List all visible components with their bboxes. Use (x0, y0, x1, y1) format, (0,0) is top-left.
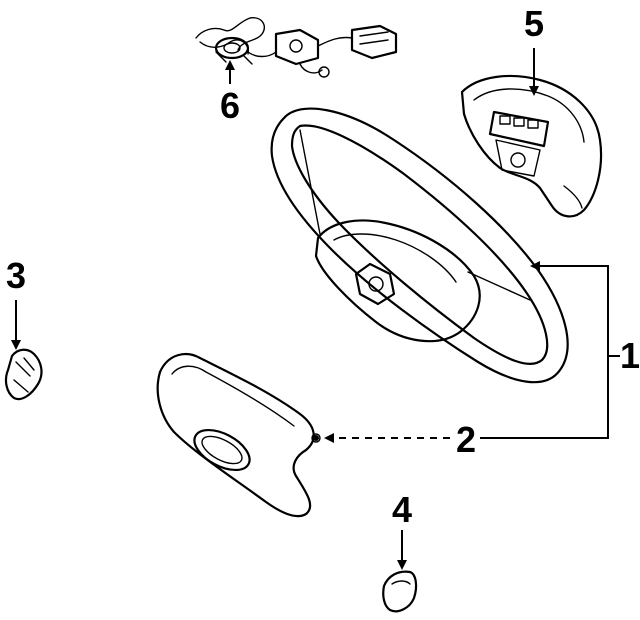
part-6-switch-assembly (195, 17, 398, 78)
part-5-airbag-module (460, 74, 603, 218)
leader-1-bracket (480, 265, 609, 439)
callout-6: 6 (220, 85, 240, 126)
callout-2: 2 (456, 419, 476, 460)
leader-lines (11, 48, 620, 570)
callout-3: 3 (6, 255, 26, 296)
part-2-wheel-cover (156, 353, 321, 518)
part-4-cover-pad (382, 570, 418, 613)
callout-1: 1 (620, 335, 640, 376)
callout-5: 5 (524, 3, 544, 44)
callout-4: 4 (392, 489, 412, 530)
part-1-steering-wheel (270, 107, 569, 384)
part-3-clip (4, 348, 43, 401)
